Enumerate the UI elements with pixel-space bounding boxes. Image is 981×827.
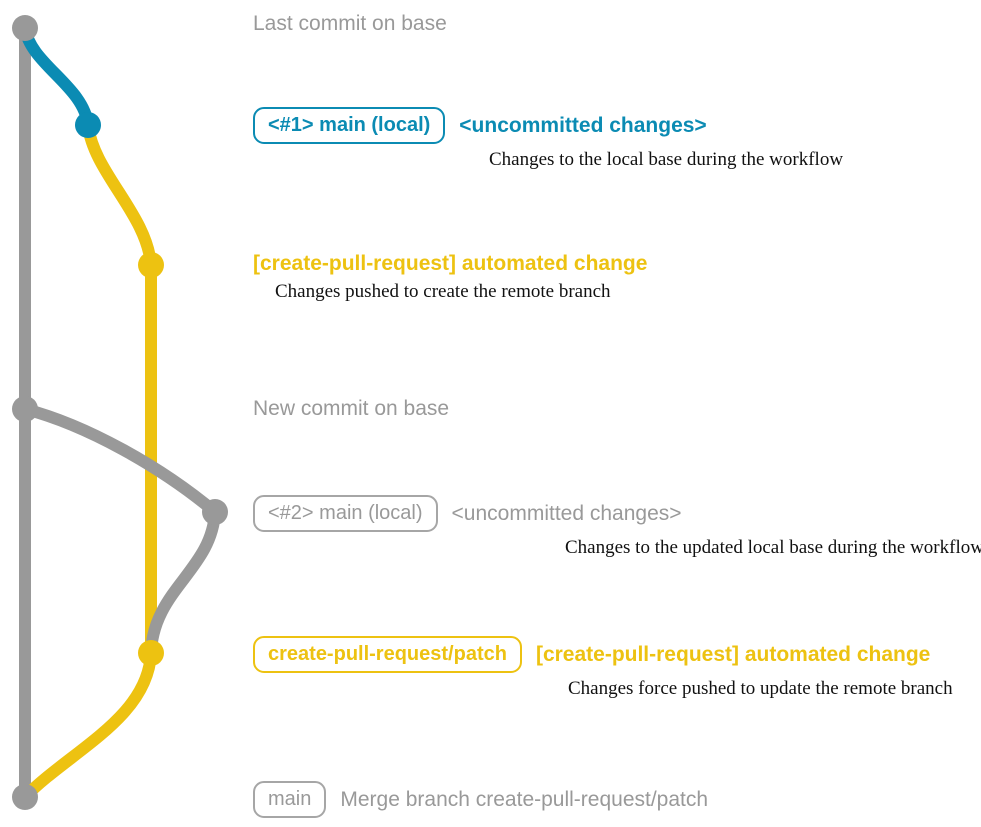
branch-badge-main[interactable]: main: [253, 781, 327, 818]
commit-node-patch-2[interactable]: [138, 640, 164, 666]
commit-node-local-2[interactable]: [202, 499, 228, 525]
commit-node-patch-1[interactable]: [138, 252, 164, 278]
commit-row-line: [create-pull-request] automated change: [253, 252, 647, 276]
commit-row-line: Last commit on base: [253, 12, 447, 36]
commit-node-base-2[interactable]: [12, 396, 38, 422]
commit-row-line: main Merge branch create-pull-request/pa…: [253, 781, 708, 818]
commit-node-merge[interactable]: [12, 784, 38, 810]
commit-row-new-commit-on-base: New commit on base: [253, 397, 449, 421]
commit-subject: [create-pull-request] automated change: [535, 642, 931, 666]
commit-description: Changes pushed to create the remote bran…: [275, 281, 611, 302]
commit-row-local-1: <#1> main (local) <uncommitted changes> …: [253, 107, 843, 171]
commit-description: Changes force pushed to update the remot…: [568, 678, 953, 699]
edge-local1-to-patch1: [82, 119, 157, 271]
commit-row-automated-change-2: create-pull-request/patch [create-pull-r…: [253, 636, 953, 700]
commit-row-last-commit-on-base: Last commit on base: [253, 12, 447, 36]
commit-row-line: <#1> main (local) <uncommitted changes>: [253, 107, 843, 144]
commit-row-merge-main: main Merge branch create-pull-request/pa…: [253, 781, 708, 818]
commit-subject: Merge branch create-pull-request/patch: [340, 787, 709, 811]
commit-node-local-1[interactable]: [75, 112, 101, 138]
commit-row-line: <#2> main (local) <uncommitted changes>: [253, 495, 981, 532]
commit-description: Changes to the local base during the wor…: [489, 149, 844, 170]
edge-base2-to-local2: [19, 403, 221, 518]
commit-subject: <uncommitted changes>: [451, 501, 682, 525]
edge-patch2-to-merge: [19, 647, 157, 803]
commit-subject: Last commit on base: [253, 12, 447, 35]
commit-row-line: create-pull-request/patch [create-pull-r…: [253, 636, 953, 673]
branch-badge-main-local-1[interactable]: <#1> main (local): [253, 107, 446, 144]
commit-subject: New commit on base: [253, 397, 450, 420]
commit-row-line: New commit on base: [253, 397, 449, 421]
commit-description: Changes to the updated local base during…: [565, 537, 981, 558]
commit-row-local-2: <#2> main (local) <uncommitted changes> …: [253, 495, 981, 559]
commit-row-automated-change-1: [create-pull-request] automated change C…: [253, 252, 647, 303]
branch-badge-create-pull-request-patch[interactable]: create-pull-request/patch: [253, 636, 522, 673]
commit-node-base-1[interactable]: [12, 15, 38, 41]
edge-local2-to-patch2: [145, 506, 221, 659]
commit-subject: <uncommitted changes>: [459, 113, 707, 137]
branch-badge-main-local-2[interactable]: <#2> main (local): [253, 495, 438, 532]
commit-subject: [create-pull-request] automated change: [253, 252, 648, 275]
